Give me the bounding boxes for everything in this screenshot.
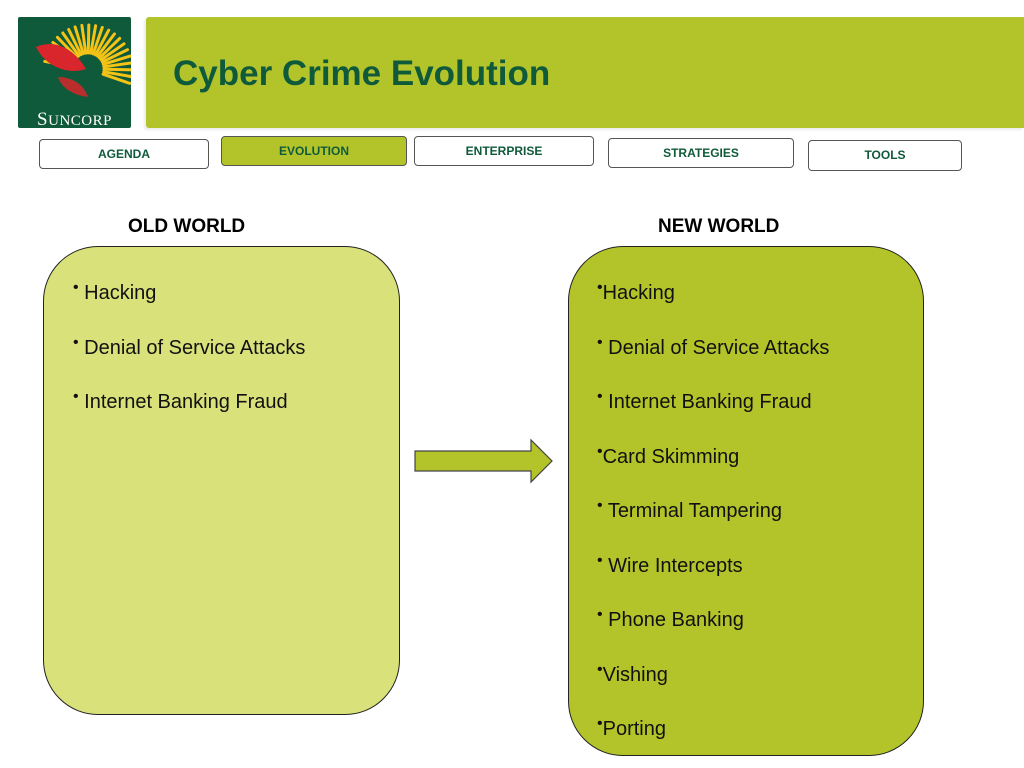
new-world-item-label: Vishing xyxy=(602,664,668,686)
logo-wordmark-initial: S xyxy=(37,109,49,130)
new-world-item-label: Internet Banking Fraud xyxy=(608,391,812,413)
page-title: Cyber Crime Evolution xyxy=(173,54,551,93)
logo-ray xyxy=(73,25,85,56)
tab-evolution[interactable]: EVOLUTION xyxy=(221,136,407,166)
right-arrow-icon xyxy=(414,438,553,484)
bullet: • xyxy=(73,388,79,405)
new-world-item-label: Card Skimming xyxy=(602,446,740,468)
new-world-item-label: Porting xyxy=(602,718,666,740)
suncorp-sunburst-icon xyxy=(36,23,131,97)
old-world-item: • Denial of Service Attacks xyxy=(73,334,306,360)
logo-ray xyxy=(102,70,131,79)
tab-strategies[interactable]: STRATEGIES xyxy=(608,138,794,168)
new-world-item: •Hacking xyxy=(597,279,675,305)
bullet: • xyxy=(597,606,603,623)
bullet: • xyxy=(597,443,603,460)
logo-ray xyxy=(101,72,131,85)
bullet: • xyxy=(597,334,603,351)
logo-ray xyxy=(94,28,111,57)
logo-ray xyxy=(86,23,91,55)
new-world-item: •Porting xyxy=(597,715,666,741)
old-world-heading: OLD WORLD xyxy=(128,216,246,237)
old-world-panel xyxy=(43,246,400,715)
new-world-item-label: Phone Banking xyxy=(608,609,744,631)
new-world-item: • Wire Intercepts xyxy=(597,552,743,578)
logo-ray xyxy=(100,48,129,64)
new-world-item: •Vishing xyxy=(597,661,668,687)
bullet: • xyxy=(73,279,79,296)
old-world-item: • Internet Banking Fraud xyxy=(73,388,288,414)
new-world-item-label: Hacking xyxy=(602,282,675,304)
tab-agenda[interactable]: AGENDA xyxy=(39,139,209,169)
logo-ray xyxy=(102,61,131,69)
old-world-item-label: Hacking xyxy=(84,282,157,304)
tab-tools[interactable]: TOOLS xyxy=(808,140,962,171)
new-world-heading: NEW WORLD xyxy=(658,216,780,237)
new-world-item-label: Wire Intercepts xyxy=(608,555,743,577)
logo-ray xyxy=(61,31,81,58)
suncorp-logo: SUNCORP xyxy=(18,17,131,131)
new-world-item: • Denial of Service Attacks xyxy=(597,334,830,360)
tab-enterprise[interactable]: ENTERPRISE xyxy=(414,136,594,166)
new-world-panel xyxy=(568,246,924,756)
logo-ray xyxy=(101,54,131,66)
logo-wordmark: SUNCORP xyxy=(18,109,131,131)
bullet: • xyxy=(597,279,603,296)
new-world-item-label: Terminal Tampering xyxy=(607,500,782,522)
logo-ray xyxy=(91,25,104,56)
logo-wordmark-rest: UNCORP xyxy=(48,113,112,129)
title-bar xyxy=(146,17,1024,128)
old-world-item: • Hacking xyxy=(73,279,157,305)
logo-ray xyxy=(102,67,131,72)
logo-ray xyxy=(67,28,83,57)
logo-ray xyxy=(96,32,116,58)
bullet: • xyxy=(73,334,79,351)
old-world-item-label: Denial of Service Attacks xyxy=(84,337,306,359)
logo-ray xyxy=(89,24,98,55)
new-world-item-label: Denial of Service Attacks xyxy=(608,337,830,359)
logo-ray xyxy=(80,23,88,55)
logo-ray xyxy=(99,42,126,62)
bullet: • xyxy=(597,661,603,678)
bullet: • xyxy=(597,497,603,514)
bullet: • xyxy=(597,715,603,732)
logo-ray xyxy=(98,36,122,60)
bullet: • xyxy=(597,552,603,569)
new-world-item: • Phone Banking xyxy=(597,606,744,632)
bullet: • xyxy=(597,388,603,405)
new-world-item: • Internet Banking Fraud xyxy=(597,388,812,414)
old-world-item-label: Internet Banking Fraud xyxy=(84,391,288,413)
new-world-item: •Card Skimming xyxy=(597,443,740,469)
new-world-item: • Terminal Tampering xyxy=(597,497,782,523)
